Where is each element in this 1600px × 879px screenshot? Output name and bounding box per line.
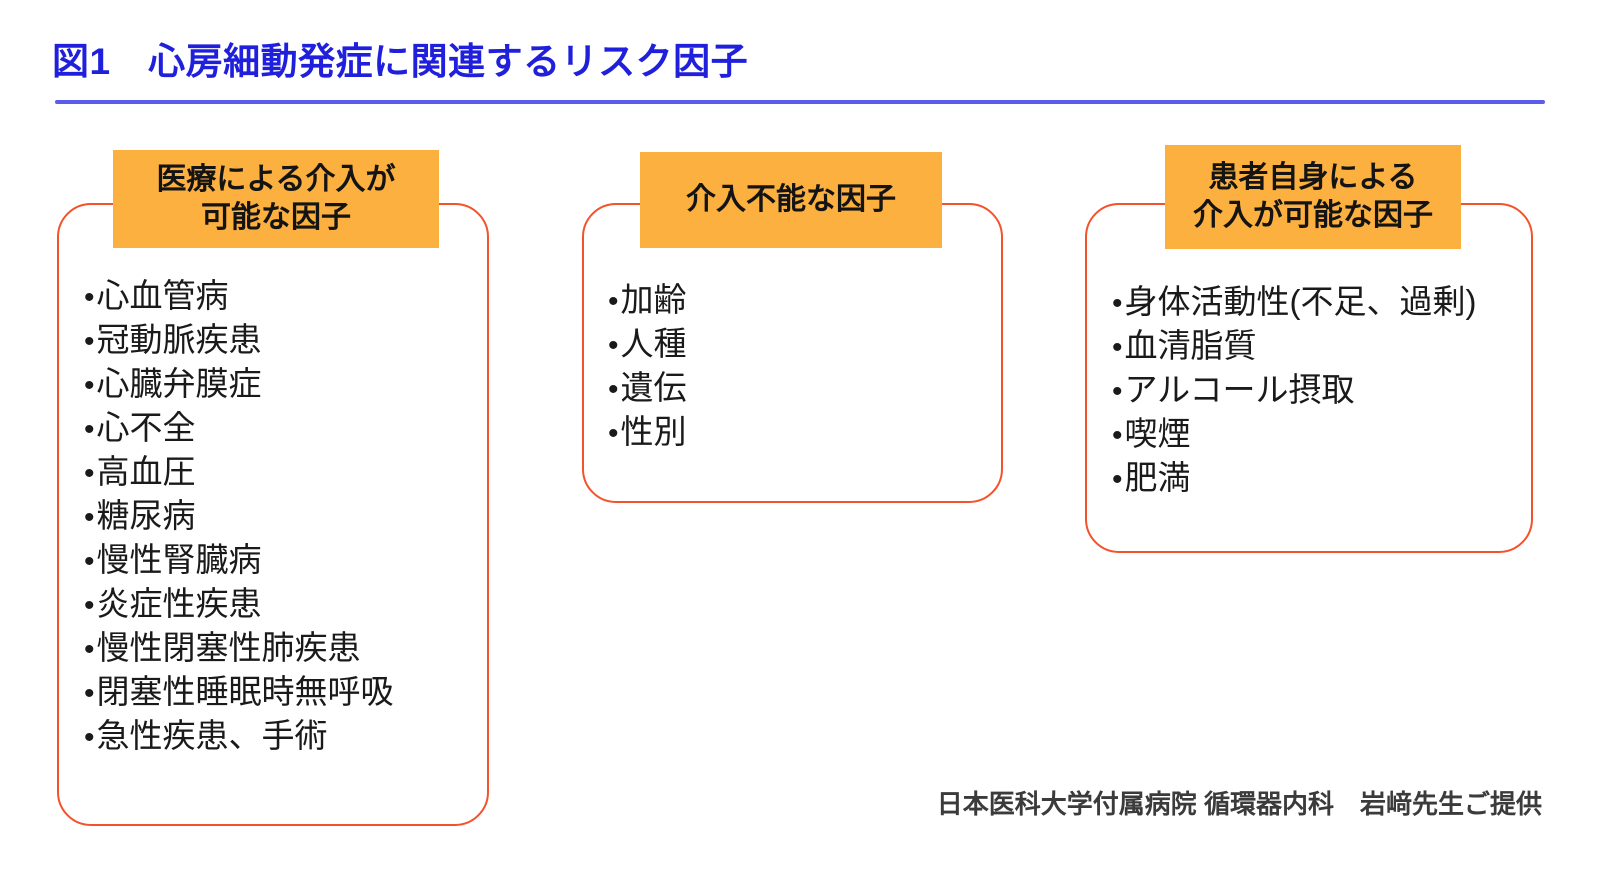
factor-group-patient-header: 患者自身による 介入が可能な因子 bbox=[1165, 145, 1461, 249]
bullet-icon: • bbox=[1112, 375, 1123, 408]
bullet-icon: • bbox=[84, 677, 95, 710]
list-item: •糖尿病 bbox=[84, 499, 394, 543]
list-item-label: 慢性閉塞性肺疾患 bbox=[96, 629, 361, 666]
list-item: •炎症性疾患 bbox=[84, 587, 394, 631]
bullet-icon: • bbox=[84, 545, 95, 578]
list-item-label: 冠動脈疾患 bbox=[96, 321, 262, 358]
bullet-icon: • bbox=[84, 457, 95, 490]
factor-group-nonmodifiable-header: 介入不能な因子 bbox=[640, 152, 942, 248]
list-item: •閉塞性睡眠時無呼吸 bbox=[84, 675, 394, 719]
list-item: •心不全 bbox=[84, 411, 394, 455]
factor-group-patient-list: •身体活動性(不足、過剰) •血清脂質 •アルコール摂取 •喫煙 •肥満 bbox=[1112, 285, 1477, 505]
bullet-icon: • bbox=[608, 329, 619, 362]
bullet-icon: • bbox=[608, 285, 619, 318]
list-item-label: 心不全 bbox=[96, 409, 196, 446]
bullet-icon: • bbox=[84, 633, 95, 666]
bullet-icon: • bbox=[84, 721, 95, 754]
list-item-label: 肥満 bbox=[1124, 459, 1191, 496]
title-underline-rule bbox=[55, 100, 1545, 104]
list-item-label: 身体活動性(不足、過剰) bbox=[1124, 283, 1477, 320]
bullet-icon: • bbox=[608, 373, 619, 406]
list-item: •人種 bbox=[608, 327, 687, 371]
bullet-icon: • bbox=[84, 325, 95, 358]
factor-group-medical-list: •心血管病 •冠動脈疾患 •心臓弁膜症 •心不全 •高血圧 •糖尿病 •慢性腎臓… bbox=[84, 279, 394, 763]
bullet-icon: • bbox=[84, 369, 95, 402]
source-credit: 日本医科大学付属病院 循環器内科 岩﨑先生ご提供 bbox=[936, 789, 1542, 819]
list-item-label: 心血管病 bbox=[96, 277, 229, 314]
list-item: •アルコール摂取 bbox=[1112, 373, 1477, 417]
list-item: •高血圧 bbox=[84, 455, 394, 499]
list-item-label: 心臓弁膜症 bbox=[96, 365, 262, 402]
bullet-icon: • bbox=[84, 589, 95, 622]
factor-group-medical-header: 医療による介入が 可能な因子 bbox=[113, 150, 439, 248]
bullet-icon: • bbox=[1112, 287, 1123, 320]
list-item: •心血管病 bbox=[84, 279, 394, 323]
list-item-label: アルコール摂取 bbox=[1124, 371, 1355, 408]
list-item-label: 炎症性疾患 bbox=[96, 585, 262, 622]
bullet-icon: • bbox=[608, 417, 619, 450]
list-item-label: 加齢 bbox=[620, 281, 687, 318]
list-item: •肥満 bbox=[1112, 461, 1477, 505]
list-item-label: 慢性腎臓病 bbox=[96, 541, 262, 578]
list-item: •遺伝 bbox=[608, 371, 687, 415]
list-item: •冠動脈疾患 bbox=[84, 323, 394, 367]
bullet-icon: • bbox=[84, 501, 95, 534]
list-item: •急性疾患、手術 bbox=[84, 719, 394, 763]
bullet-icon: • bbox=[1112, 419, 1123, 452]
bullet-icon: • bbox=[1112, 463, 1123, 496]
list-item-label: 喫煙 bbox=[1124, 415, 1191, 452]
list-item: •慢性閉塞性肺疾患 bbox=[84, 631, 394, 675]
factor-group-nonmodifiable-list: •加齢 •人種 •遺伝 •性別 bbox=[608, 283, 687, 459]
page-title: 図1 心房細動発症に関連するリスク因子 bbox=[52, 41, 749, 82]
bullet-icon: • bbox=[84, 413, 95, 446]
list-item: •加齢 bbox=[608, 283, 687, 327]
list-item-label: 血清脂質 bbox=[1124, 327, 1257, 364]
list-item: •喫煙 bbox=[1112, 417, 1477, 461]
list-item: •性別 bbox=[608, 415, 687, 459]
bullet-icon: • bbox=[84, 281, 95, 314]
list-item: •心臓弁膜症 bbox=[84, 367, 394, 411]
list-item-label: 閉塞性睡眠時無呼吸 bbox=[96, 673, 394, 710]
list-item-label: 糖尿病 bbox=[96, 497, 196, 534]
list-item-label: 遺伝 bbox=[620, 369, 687, 406]
list-item: •慢性腎臓病 bbox=[84, 543, 394, 587]
bullet-icon: • bbox=[1112, 331, 1123, 364]
list-item-label: 急性疾患、手術 bbox=[96, 717, 328, 754]
list-item: •身体活動性(不足、過剰) bbox=[1112, 285, 1477, 329]
list-item-label: 高血圧 bbox=[96, 453, 196, 490]
list-item-label: 人種 bbox=[620, 325, 687, 362]
list-item: •血清脂質 bbox=[1112, 329, 1477, 373]
list-item-label: 性別 bbox=[620, 413, 687, 450]
